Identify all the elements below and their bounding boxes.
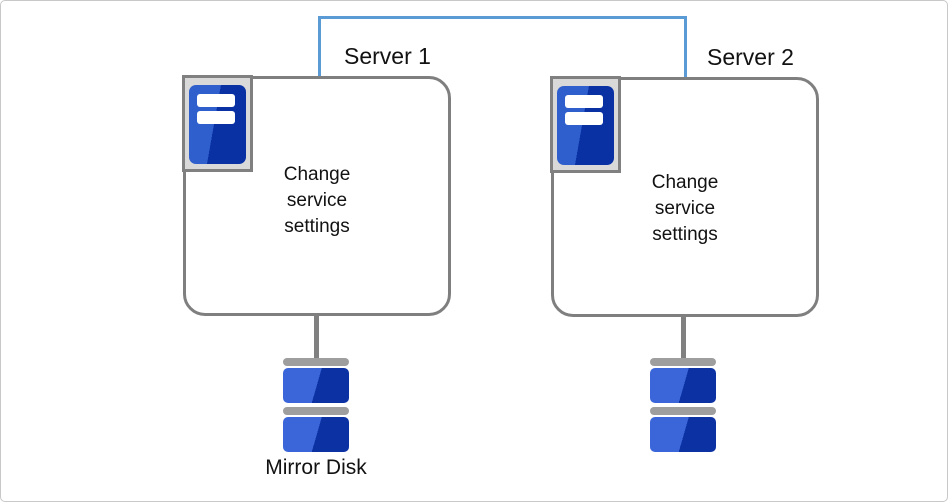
- server1-label: Server 1: [344, 43, 431, 69]
- server1-body-line: service: [286, 190, 348, 211]
- server2-body-line: service: [654, 198, 716, 219]
- server2-body-text: Change service settings: [551, 170, 819, 248]
- disk-cap: [650, 407, 716, 415]
- server1-disk-connector: [314, 314, 319, 360]
- server1-body-text: Change service settings: [183, 162, 451, 240]
- server1-interconnect-drop: [318, 16, 321, 77]
- server-tower-body: [189, 85, 246, 164]
- disk-stack-icon: [283, 358, 349, 452]
- server1-body-line: Change: [283, 164, 351, 185]
- server-slot-icon: [565, 95, 603, 108]
- server-tower-body: [557, 86, 614, 165]
- server-interconnect-line: [318, 16, 687, 19]
- server-slot-icon: [565, 112, 603, 125]
- server2-label: Server 2: [707, 44, 794, 70]
- server2-interconnect-drop: [684, 16, 687, 78]
- server-tower-icon: [550, 76, 621, 173]
- disk-stack-icon: [650, 358, 716, 452]
- server-tower-icon: [182, 75, 253, 172]
- disk-platter: [283, 368, 349, 403]
- disk-platter: [650, 368, 716, 403]
- server2-body-line: Change: [651, 172, 719, 193]
- mirror-disk-label: Mirror Disk: [265, 456, 367, 479]
- disk-cap: [283, 358, 349, 366]
- server-slot-icon: [197, 94, 235, 107]
- server1-body-line: settings: [284, 216, 350, 237]
- disk-cap: [650, 358, 716, 366]
- server-slot-icon: [197, 111, 235, 124]
- disk-platter: [650, 417, 716, 452]
- server2-disk-connector: [681, 315, 686, 360]
- disk-cap: [283, 407, 349, 415]
- server2-body-line: settings: [652, 224, 718, 245]
- disk-platter: [283, 417, 349, 452]
